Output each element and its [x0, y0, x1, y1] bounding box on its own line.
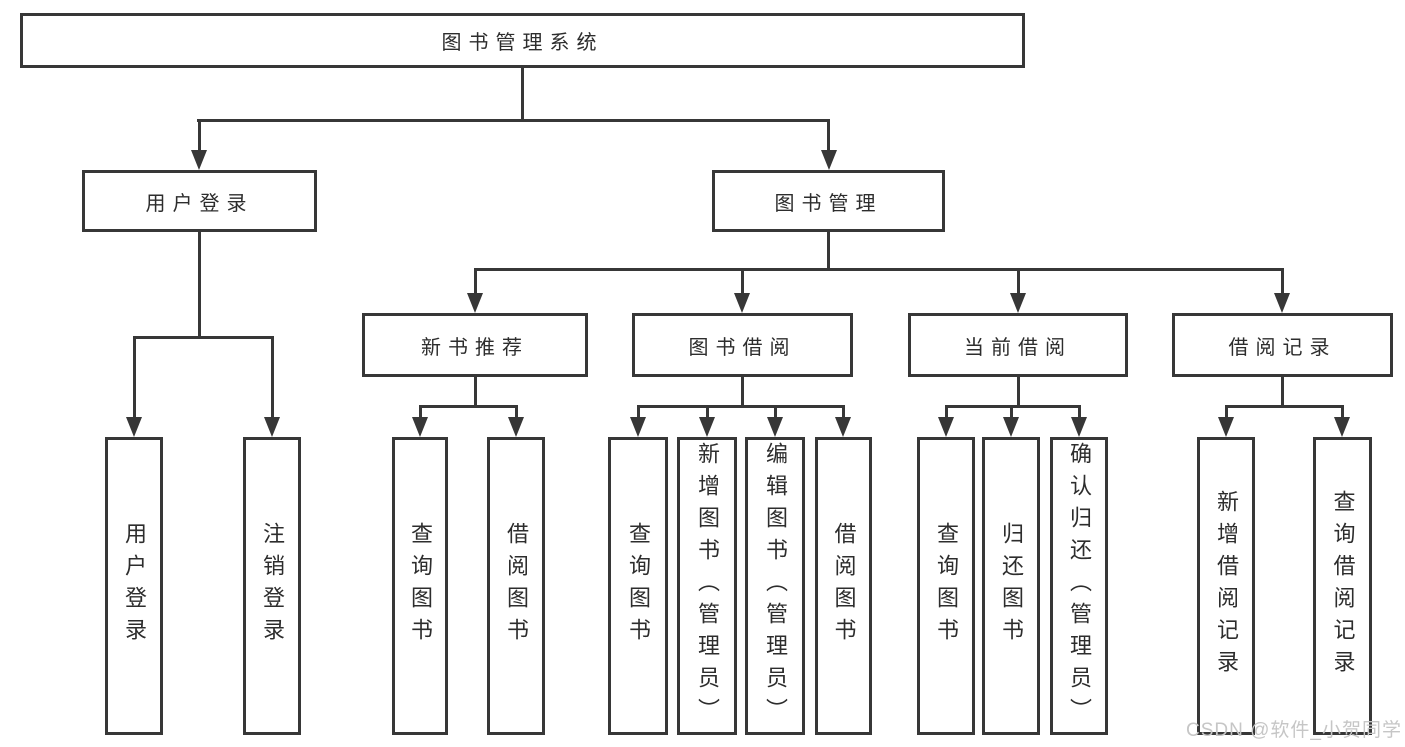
arrowhead-br-add — [1218, 417, 1234, 437]
connector-root-stem — [521, 68, 524, 122]
node-cb-query-books: 查询图书 — [917, 437, 975, 735]
csdn-watermark: CSDN @软件_小贺同学 — [1186, 720, 1402, 741]
connector-to-nb-borrow — [515, 405, 518, 421]
arrowhead-br-query — [1334, 417, 1350, 437]
node-user-login-group: 用户登录 — [82, 170, 317, 232]
arrowhead-user-login — [126, 417, 142, 437]
connector-cb-hline — [945, 405, 1081, 408]
node-current-borrowing-label: 当前借阅 — [964, 336, 1072, 359]
connector-nbr-hline — [419, 405, 518, 408]
node-borrowing-records-label: 借阅记录 — [1228, 336, 1337, 359]
arrowhead-new-book-recommend — [467, 293, 483, 313]
node-book-management: 图书管理 — [712, 170, 945, 232]
node-new-book-recommend: 新书推荐 — [362, 313, 588, 377]
connector-bb-stem — [741, 377, 744, 408]
connector-bm-hline — [474, 268, 1284, 271]
arrowhead-nb-query — [412, 417, 428, 437]
arrowhead-bb-query — [630, 417, 646, 437]
arrowhead-book-management — [821, 150, 837, 170]
connector-bb-hline — [637, 405, 845, 408]
node-bb-add-books: 新增图书（管理员） — [677, 437, 737, 735]
connector-to-book-borrowing — [741, 268, 744, 295]
node-br-add-record: 新增借阅记录 — [1197, 437, 1255, 735]
node-cb-return-books: 归还图书 — [982, 437, 1040, 735]
connector-to-bb-query — [637, 405, 640, 421]
node-cb-query-books-label: 查询图书 — [934, 522, 959, 650]
connector-to-current-borrowing — [1017, 268, 1020, 295]
node-current-borrowing: 当前借阅 — [908, 313, 1128, 377]
connector-to-bb-edit — [774, 405, 777, 421]
node-new-book-recommend-label: 新书推荐 — [421, 336, 529, 359]
connector-to-bb-add — [706, 405, 709, 421]
connector-to-cb-query — [945, 405, 948, 421]
node-bb-query-books: 查询图书 — [608, 437, 668, 735]
connector-br-stem — [1281, 377, 1284, 408]
connector-to-borrowing-records — [1281, 268, 1284, 295]
connector-nbr-stem — [474, 377, 477, 408]
connector-to-logout — [271, 336, 274, 419]
node-nb-query-books: 查询图书 — [392, 437, 448, 735]
node-cb-confirm-return: 确认归还（管理员） — [1050, 437, 1108, 735]
node-book-borrowing: 图书借阅 — [632, 313, 853, 377]
connector-to-book-management — [827, 119, 830, 152]
connector-to-cb-return — [1010, 405, 1013, 421]
arrowhead-logout — [264, 417, 280, 437]
connector-br-hline — [1225, 405, 1344, 408]
connector-to-br-add — [1225, 405, 1228, 421]
connector-to-cb-confirm — [1078, 405, 1081, 421]
arrowhead-bb-borrow — [835, 417, 851, 437]
arrowhead-borrowing-records — [1274, 293, 1290, 313]
node-bb-borrow-books-label: 借阅图书 — [831, 522, 857, 650]
node-root-label: 图书管理系统 — [441, 32, 604, 54]
node-user-login: 用户登录 — [105, 437, 163, 735]
node-br-query-record-label: 查询借阅记录 — [1330, 490, 1356, 682]
node-nb-borrow-books: 借阅图书 — [487, 437, 545, 735]
node-root: 图书管理系统 — [20, 13, 1025, 68]
node-nb-query-books-label: 查询图书 — [408, 522, 433, 650]
node-user-login-group-label: 用户登录 — [145, 192, 254, 215]
connector-to-new-book-recommend — [474, 268, 477, 295]
node-user-login-label: 用户登录 — [122, 522, 147, 650]
node-bb-query-books-label: 查询图书 — [626, 522, 651, 650]
connector-to-br-query — [1341, 405, 1344, 421]
node-bb-add-books-label: 新增图书（管理员） — [695, 442, 720, 730]
connector-bm-stem — [827, 232, 830, 271]
node-logout-label: 注销登录 — [260, 522, 285, 650]
node-book-management-label: 图书管理 — [774, 192, 883, 215]
arrowhead-user-login-group — [191, 150, 207, 170]
arrowhead-book-borrowing — [734, 293, 750, 313]
connector-to-user-login — [133, 336, 136, 419]
connector-cb-stem — [1017, 377, 1020, 408]
connector-to-nb-query — [419, 405, 422, 421]
node-br-query-record: 查询借阅记录 — [1313, 437, 1372, 735]
arrowhead-cb-return — [1003, 417, 1019, 437]
node-bb-borrow-books: 借阅图书 — [815, 437, 872, 735]
node-logout: 注销登录 — [243, 437, 301, 735]
arrowhead-nb-borrow — [508, 417, 524, 437]
arrowhead-bb-add — [699, 417, 715, 437]
node-cb-confirm-return-label: 确认归还（管理员） — [1067, 442, 1092, 730]
connector-to-user-login-group — [198, 119, 201, 152]
arrowhead-current-borrowing — [1010, 293, 1026, 313]
arrowhead-cb-query — [938, 417, 954, 437]
node-book-borrowing-label: 图书借阅 — [688, 336, 797, 359]
node-br-add-record-label: 新增借阅记录 — [1214, 490, 1239, 682]
connector-to-bb-borrow — [842, 405, 845, 421]
node-borrowing-records: 借阅记录 — [1172, 313, 1393, 377]
connector-ulg-hline — [133, 336, 274, 339]
connector-ulg-stem — [198, 232, 201, 339]
node-bb-edit-books-label: 编辑图书（管理员） — [763, 442, 788, 730]
node-nb-borrow-books-label: 借阅图书 — [504, 522, 529, 650]
arrowhead-bb-edit — [767, 417, 783, 437]
arrowhead-cb-confirm — [1071, 417, 1087, 437]
node-cb-return-books-label: 归还图书 — [999, 522, 1024, 650]
connector-root-hline — [197, 119, 830, 122]
node-bb-edit-books: 编辑图书（管理员） — [745, 437, 805, 735]
